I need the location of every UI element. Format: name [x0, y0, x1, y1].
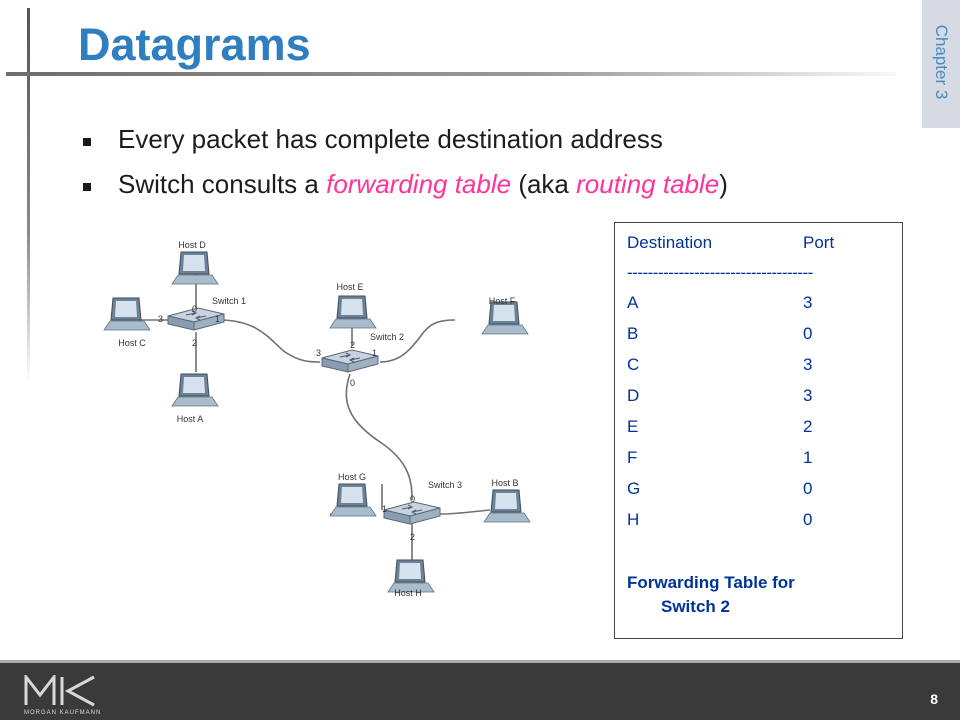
- host-b-label: Host B: [491, 478, 518, 488]
- bullet-text: (aka: [511, 169, 577, 199]
- host-g-label: Host G: [338, 472, 366, 482]
- port-column-header: Port: [803, 233, 835, 252]
- slide-footer: MORGAN KAUFMANN 8: [0, 660, 960, 720]
- table-caption-line-1: Forwarding Table for: [627, 573, 795, 592]
- port-cell: 3: [803, 386, 813, 405]
- switch-3-label: Switch 3: [428, 480, 462, 490]
- host-a-laptop-icon: [171, 373, 219, 407]
- port-cell: 0: [803, 510, 813, 529]
- port-cell: 3: [803, 355, 813, 374]
- bullet-square-icon: [83, 138, 91, 146]
- emphasis-routing-table: routing table: [576, 169, 720, 199]
- switch-2-port-3: 3: [316, 348, 321, 358]
- bullet-list: Every packet has complete destination ad…: [80, 124, 728, 214]
- switch-2-icon: [321, 349, 379, 373]
- table-caption: Forwarding Table for Switch 2: [627, 571, 877, 619]
- table-separator: ------------------------------------: [627, 263, 813, 282]
- switch-2-port-2: 2: [350, 340, 355, 350]
- port-cell: 0: [803, 324, 813, 343]
- host-e-laptop-icon: [329, 295, 377, 329]
- switch-1-label: Switch 1: [212, 296, 246, 306]
- host-a-label: Host A: [177, 414, 204, 424]
- host-f-laptop-icon: [481, 301, 529, 335]
- table-row: A 3: [627, 293, 887, 315]
- table-row: F 1: [627, 448, 887, 470]
- switch-2-port-0: 0: [350, 378, 355, 388]
- table-caption-line-2: Switch 2: [661, 597, 730, 616]
- bullet-text: ): [719, 169, 728, 199]
- switch-3-port-0: 0: [410, 494, 415, 504]
- switch-3-port-1: 1: [382, 504, 387, 514]
- slide-title: Datagrams: [78, 19, 311, 70]
- morgan-kaufmann-logo: [24, 675, 95, 707]
- host-b-laptop-icon: [483, 489, 531, 523]
- destination-cell: G: [627, 479, 641, 498]
- switch-3-port-2: 2: [410, 532, 415, 542]
- table-header-row: Destination Port: [627, 233, 887, 255]
- destination-cell: F: [627, 448, 638, 467]
- title-horizontal-rule: [6, 72, 896, 76]
- destination-cell: A: [627, 293, 639, 312]
- table-row: D 3: [627, 386, 887, 408]
- switch-1-port-3: 3: [158, 314, 163, 324]
- port-cell: 3: [803, 293, 813, 312]
- bullet-item: Every packet has complete destination ad…: [80, 124, 728, 169]
- host-d-label: Host D: [178, 240, 206, 250]
- destination-cell: D: [627, 386, 640, 405]
- forwarding-table: Destination Port -----------------------…: [614, 222, 903, 639]
- bullet-item: Switch consults a forwarding table (aka …: [80, 169, 728, 214]
- network-diagram: Host D Host C Host A Host E Host F Host …: [103, 240, 531, 598]
- bullet-text: Every packet has complete destination ad…: [118, 124, 663, 154]
- host-c-label: Host C: [118, 338, 146, 348]
- host-f-label: Host F: [489, 296, 516, 306]
- host-c-laptop-icon: [103, 297, 151, 331]
- publisher-name: MORGAN KAUFMANN: [24, 710, 102, 716]
- switch-1-port-2: 2: [192, 338, 197, 348]
- destination-cell: E: [627, 417, 639, 436]
- host-h-label: Host H: [394, 588, 422, 598]
- chapter-tab: [922, 0, 960, 128]
- switch-1-port-0: 0: [192, 304, 197, 314]
- port-cell: 1: [803, 448, 813, 467]
- switch-3-icon: [383, 501, 441, 525]
- chapter-label: Chapter 3: [932, 24, 951, 100]
- switch-1-port-1: 1: [215, 314, 220, 324]
- switch-2-label: Switch 2: [370, 332, 404, 342]
- destination-cell: B: [627, 324, 639, 343]
- table-row: E 2: [627, 417, 887, 439]
- emphasis-forwarding-table: forwarding table: [326, 169, 512, 199]
- title-vertical-rule: [27, 8, 30, 383]
- port-cell: 0: [803, 479, 813, 498]
- destination-column-header: Destination: [627, 233, 713, 252]
- host-g-laptop-icon: [329, 483, 377, 517]
- table-row: G 0: [627, 479, 887, 501]
- bullet-square-icon: [83, 183, 91, 191]
- destination-cell: H: [627, 510, 640, 529]
- destination-cell: C: [627, 355, 640, 374]
- switch-2-port-1: 1: [372, 348, 377, 358]
- port-cell: 2: [803, 417, 813, 436]
- table-row: B 0: [627, 324, 887, 346]
- table-row: C 3: [627, 355, 887, 377]
- bullet-text: Switch consults a: [118, 169, 327, 199]
- page-number: 8: [930, 691, 938, 707]
- table-row: H 0: [627, 510, 887, 532]
- host-e-label: Host E: [336, 282, 363, 292]
- host-d-laptop-icon: [171, 251, 219, 285]
